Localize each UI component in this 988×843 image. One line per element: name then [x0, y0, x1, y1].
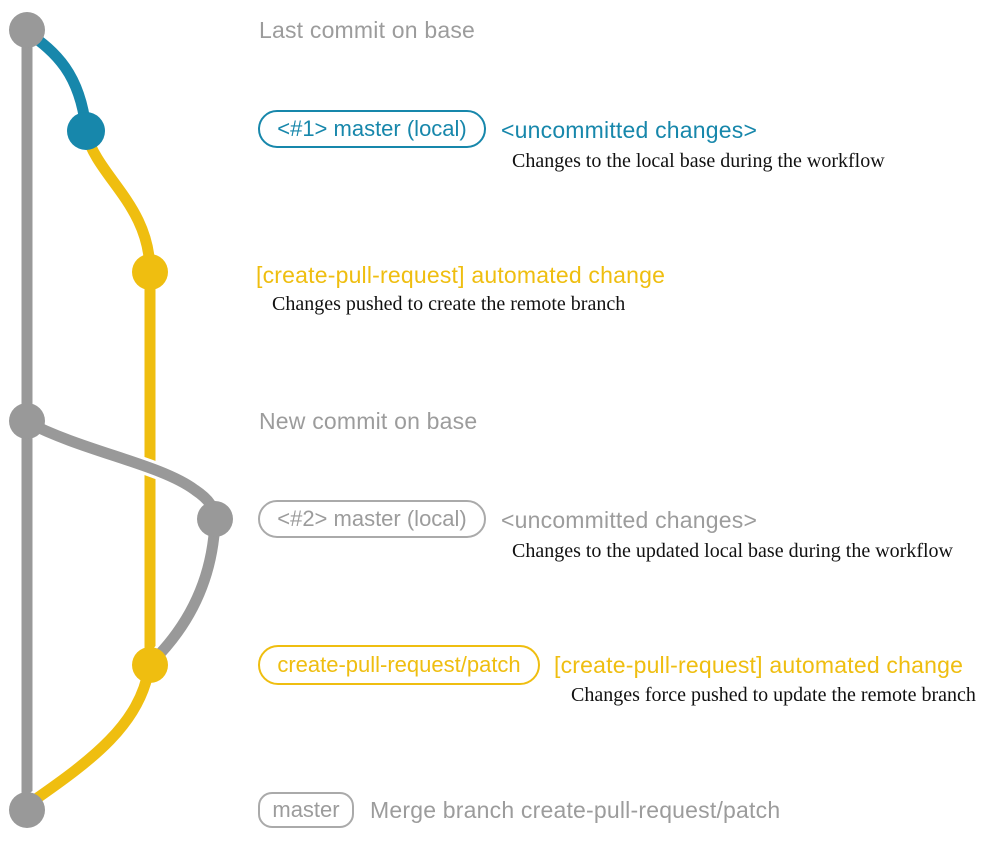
automated-change-desc-2: Changes force pushed to update the remot…	[571, 684, 976, 706]
branch-box-master-local-2-text: <#2> master (local)	[277, 506, 467, 531]
commit-node-local-master-2	[197, 501, 233, 537]
patch-merge-line	[27, 662, 155, 807]
uncommitted-changes-desc-2: Changes to the updated local base during…	[512, 540, 953, 562]
commit-node-patch-2	[132, 647, 168, 683]
branch-box-master-text: master	[272, 797, 340, 822]
branch-box-patch-text: create-pull-request/patch	[277, 652, 521, 677]
updated-master-line	[21, 416, 221, 524]
branch-box-patch: create-pull-request/patch	[258, 645, 540, 685]
automated-change-desc-1: Changes pushed to create the remote bran…	[272, 293, 626, 315]
automated-change-label-2: [create-pull-request] automated change	[554, 652, 964, 678]
uncommitted-changes-label-1: <uncommitted changes>	[501, 117, 758, 143]
branch-box-master: master	[258, 792, 354, 828]
commit-node-patch-1	[132, 254, 168, 290]
commit-node-merge	[9, 792, 45, 828]
branch-box-master-local-1: <#1> master (local)	[258, 110, 486, 148]
branch-box-master-local-1-text: <#1> master (local)	[277, 116, 467, 141]
branch-box-master-local-2: <#2> master (local)	[258, 500, 486, 538]
patch-branch-line-upper	[80, 127, 156, 278]
commit-node-local-master-1	[67, 112, 105, 150]
commit-node-new-base	[9, 403, 45, 439]
uncommitted-changes-label-2: <uncommitted changes>	[501, 507, 758, 533]
automated-change-label-1: [create-pull-request] automated change	[256, 262, 666, 288]
uncommitted-changes-desc-1: Changes to the local base during the wor…	[512, 150, 885, 172]
last-commit-label: Last commit on base	[259, 17, 476, 43]
rebase-line	[147, 515, 221, 667]
patch-merge-line-casing	[28, 666, 158, 808]
commit-node-last-base	[9, 12, 45, 48]
merge-branch-label: Merge branch create-pull-request/patch	[370, 797, 781, 823]
new-commit-label: New commit on base	[259, 408, 478, 434]
